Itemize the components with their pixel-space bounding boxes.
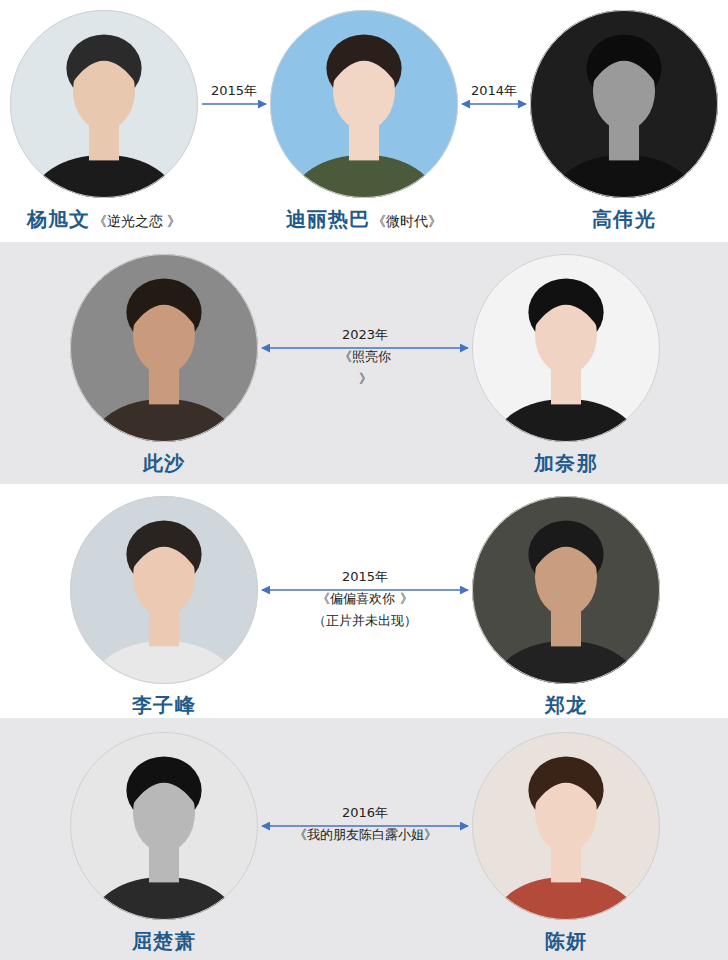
portrait-fringe xyxy=(132,764,197,805)
portrait-circle xyxy=(270,10,458,198)
person-node: 迪丽热巴《微时代》 xyxy=(270,10,458,198)
portrait-shoulders xyxy=(493,641,640,684)
portrait-shoulders xyxy=(551,155,698,198)
portrait-fringe xyxy=(592,42,657,83)
portrait-outline xyxy=(71,255,258,442)
person-name: 加奈那 xyxy=(534,450,598,477)
person-node: 郑龙 xyxy=(472,496,660,684)
portrait-circle xyxy=(472,254,660,442)
person-node: 杨旭文《逆光之恋 》 xyxy=(10,10,198,198)
portrait-outline xyxy=(71,733,258,920)
portrait-circle xyxy=(472,496,660,684)
name-row: 加奈那 xyxy=(534,450,598,477)
edge-label: 2015年 《偏偏喜欢你 》 （正片并未出现） xyxy=(313,566,417,632)
portrait-shoulders xyxy=(493,877,640,920)
person-node: 屈楚萧 xyxy=(70,732,258,920)
person-name: 屈楚萧 xyxy=(132,928,196,955)
portrait-shoulders xyxy=(91,399,238,442)
portrait-circle xyxy=(70,496,258,684)
portrait-outline xyxy=(473,733,660,920)
person-name: 李子峰 xyxy=(132,692,196,719)
portrait-placeholder xyxy=(10,10,198,198)
portrait-circle xyxy=(70,254,258,442)
portrait-outline xyxy=(473,497,660,684)
person-name: 高伟光 xyxy=(592,206,656,233)
portrait-outline xyxy=(531,11,718,198)
person-node: 此沙 xyxy=(70,254,258,442)
portrait-fringe xyxy=(132,528,197,569)
portrait-fringe xyxy=(332,42,397,83)
relation-arrow xyxy=(262,589,468,591)
person-name: 此沙 xyxy=(143,450,185,477)
person-node: 加奈那 xyxy=(472,254,660,442)
band-white xyxy=(0,484,728,718)
portrait-fringe xyxy=(534,528,599,569)
band-white xyxy=(0,0,728,242)
name-row: 李子峰 xyxy=(132,692,196,719)
person-name: 迪丽热巴 xyxy=(286,206,371,233)
portrait-outline xyxy=(271,11,458,198)
portrait-shoulders xyxy=(493,399,640,442)
edge-label: 2015年 xyxy=(211,80,257,102)
person-name: 杨旭文 xyxy=(27,206,91,233)
relation-arrow xyxy=(262,825,468,827)
relation-arrow xyxy=(262,347,468,349)
name-row: 此沙 xyxy=(143,450,185,477)
portrait-placeholder xyxy=(270,10,458,198)
person-name: 郑龙 xyxy=(545,692,587,719)
name-row: 郑龙 xyxy=(545,692,587,719)
person-name: 陈妍 xyxy=(545,928,587,955)
name-row: 迪丽热巴《微时代》 xyxy=(286,206,443,233)
portrait-placeholder xyxy=(530,10,718,198)
edge-label: 2016年 《我的朋友陈白露小姐》 xyxy=(294,802,437,846)
portrait-fringe xyxy=(72,42,137,83)
edge-label: 2014年 xyxy=(471,80,517,102)
relation-arrow xyxy=(202,103,266,105)
portrait-outline xyxy=(11,11,198,198)
work-title: 《逆光之恋 》 xyxy=(93,213,181,231)
portrait-placeholder xyxy=(70,254,258,442)
portrait-shoulders xyxy=(31,155,178,198)
person-node: 李子峰 xyxy=(70,496,258,684)
portrait-placeholder xyxy=(70,732,258,920)
band-grey xyxy=(0,718,728,960)
portrait-circle xyxy=(10,10,198,198)
name-row: 屈楚萧 xyxy=(132,928,196,955)
relation-arrow xyxy=(462,103,526,105)
portrait-shoulders xyxy=(91,641,238,684)
portrait-placeholder xyxy=(472,496,660,684)
person-node: 高伟光 xyxy=(530,10,718,198)
edge-label: 2023年 《照亮你 》 xyxy=(339,324,391,390)
portrait-circle xyxy=(472,732,660,920)
portrait-fringe xyxy=(534,764,599,805)
portrait-placeholder xyxy=(70,496,258,684)
portrait-shoulders xyxy=(291,155,438,198)
portrait-circle xyxy=(70,732,258,920)
portrait-circle xyxy=(530,10,718,198)
portrait-fringe xyxy=(534,286,599,327)
portrait-fringe xyxy=(132,286,197,327)
name-row: 陈妍 xyxy=(545,928,587,955)
work-title: 《微时代》 xyxy=(372,213,442,231)
portrait-shoulders xyxy=(91,877,238,920)
portrait-placeholder xyxy=(472,254,660,442)
portrait-outline xyxy=(473,255,660,442)
portrait-placeholder xyxy=(472,732,660,920)
band-grey xyxy=(0,242,728,484)
portrait-outline xyxy=(71,497,258,684)
person-node: 陈妍 xyxy=(472,732,660,920)
name-row: 杨旭文《逆光之恋 》 xyxy=(27,206,181,233)
name-row: 高伟光 xyxy=(592,206,656,233)
